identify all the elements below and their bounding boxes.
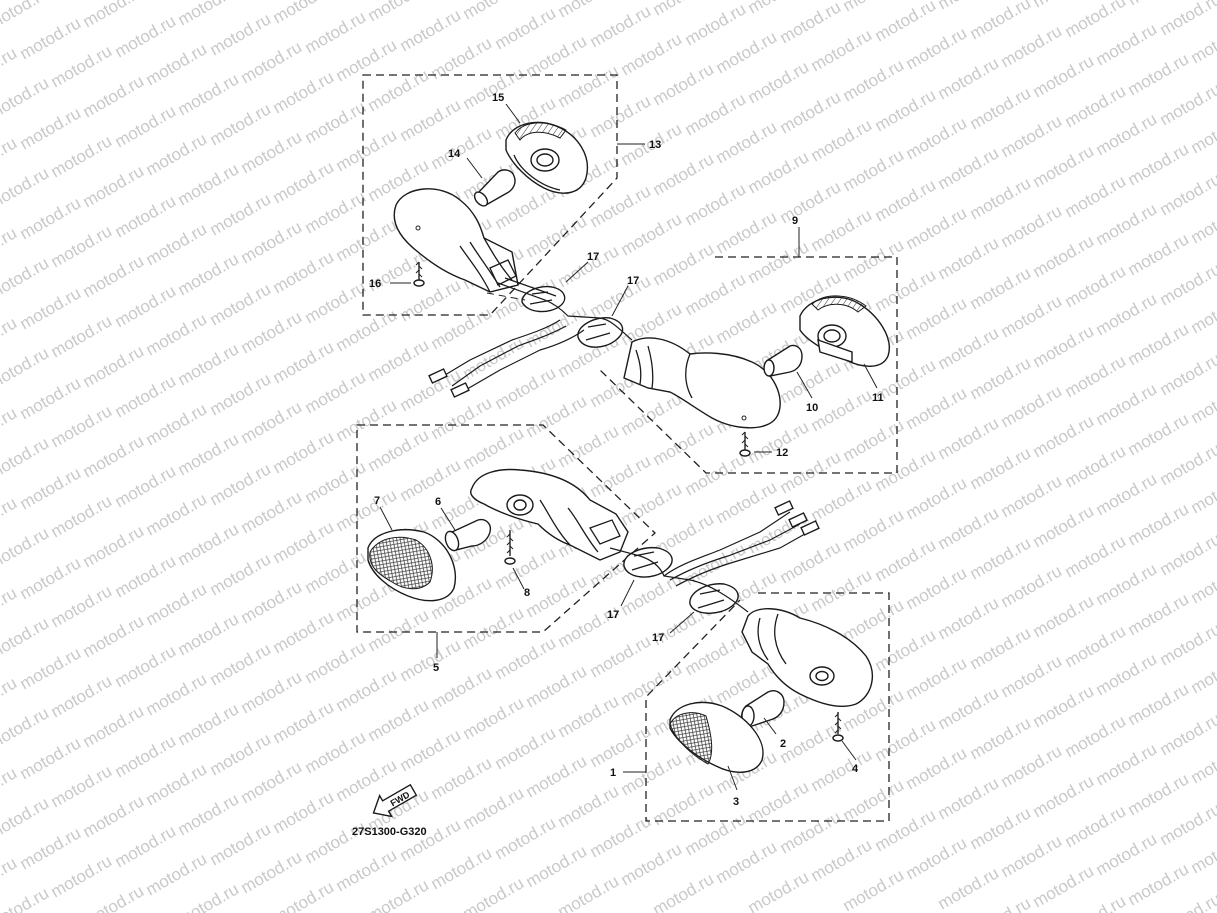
callout-16: 16 [369,278,381,290]
bulb-14 [473,169,516,207]
callout-14: 14 [448,148,461,160]
leader-lines [379,103,878,791]
wire-harness-lower [609,500,820,613]
turn-signal-assembly-13 [393,121,588,293]
turn-signal-assembly-1 [669,608,874,773]
screw-16 [413,261,425,287]
lens-15 [505,121,588,194]
lens-11 [799,295,890,367]
callout-2: 2 [780,738,786,750]
callout-17-c: 17 [607,609,619,621]
callout-9: 9 [792,215,798,227]
signal-body-9 [623,337,781,429]
callout-12: 12 [776,447,788,459]
callout-17-b: 17 [627,275,639,287]
callout-13: 13 [649,139,661,151]
bulb-10 [763,344,803,377]
fwd-arrow-icon: FWD [372,783,418,818]
callout-15: 15 [492,92,504,104]
screw-4 [832,712,844,742]
group-box-13 [362,74,618,316]
turn-signal-assembly-9 [623,295,890,457]
lens-3 [669,701,764,773]
signal-body-13 [393,188,519,293]
group-box-5 [356,424,656,633]
callout-10: 10 [806,402,818,414]
callout-4: 4 [852,763,859,775]
callout-6: 6 [435,496,441,508]
screw-12 [739,431,751,457]
group-box-1 [645,592,890,822]
wire-harness-upper [428,277,633,398]
screw-hole-13 [415,225,421,231]
group-box-9 [599,256,898,474]
screw-8 [504,530,516,565]
callout-7: 7 [374,495,380,507]
grommet-17-b [577,317,624,348]
grommet-17-c [623,547,673,578]
bulb-6 [444,518,492,552]
callouts: 15 14 13 16 17 17 9 10 11 12 7 6 8 5 17 … [369,92,884,808]
turn-signal-assembly-5 [367,468,629,602]
signal-body-1 [741,608,874,708]
bulb-2 [741,690,785,727]
callout-11: 11 [872,392,884,404]
callout-8: 8 [524,587,530,599]
screw-hole-9 [741,415,747,421]
signal-body-13-grommet [489,259,517,286]
callout-17-d: 17 [652,632,664,644]
callout-1: 1 [610,767,616,779]
callout-5: 5 [433,662,439,674]
callout-17-a: 17 [587,251,599,263]
diagram-code: 27S1300-G320 [352,826,427,838]
lens-7 [367,529,456,602]
grommet-17-d [689,583,739,614]
callout-3: 3 [733,796,739,808]
